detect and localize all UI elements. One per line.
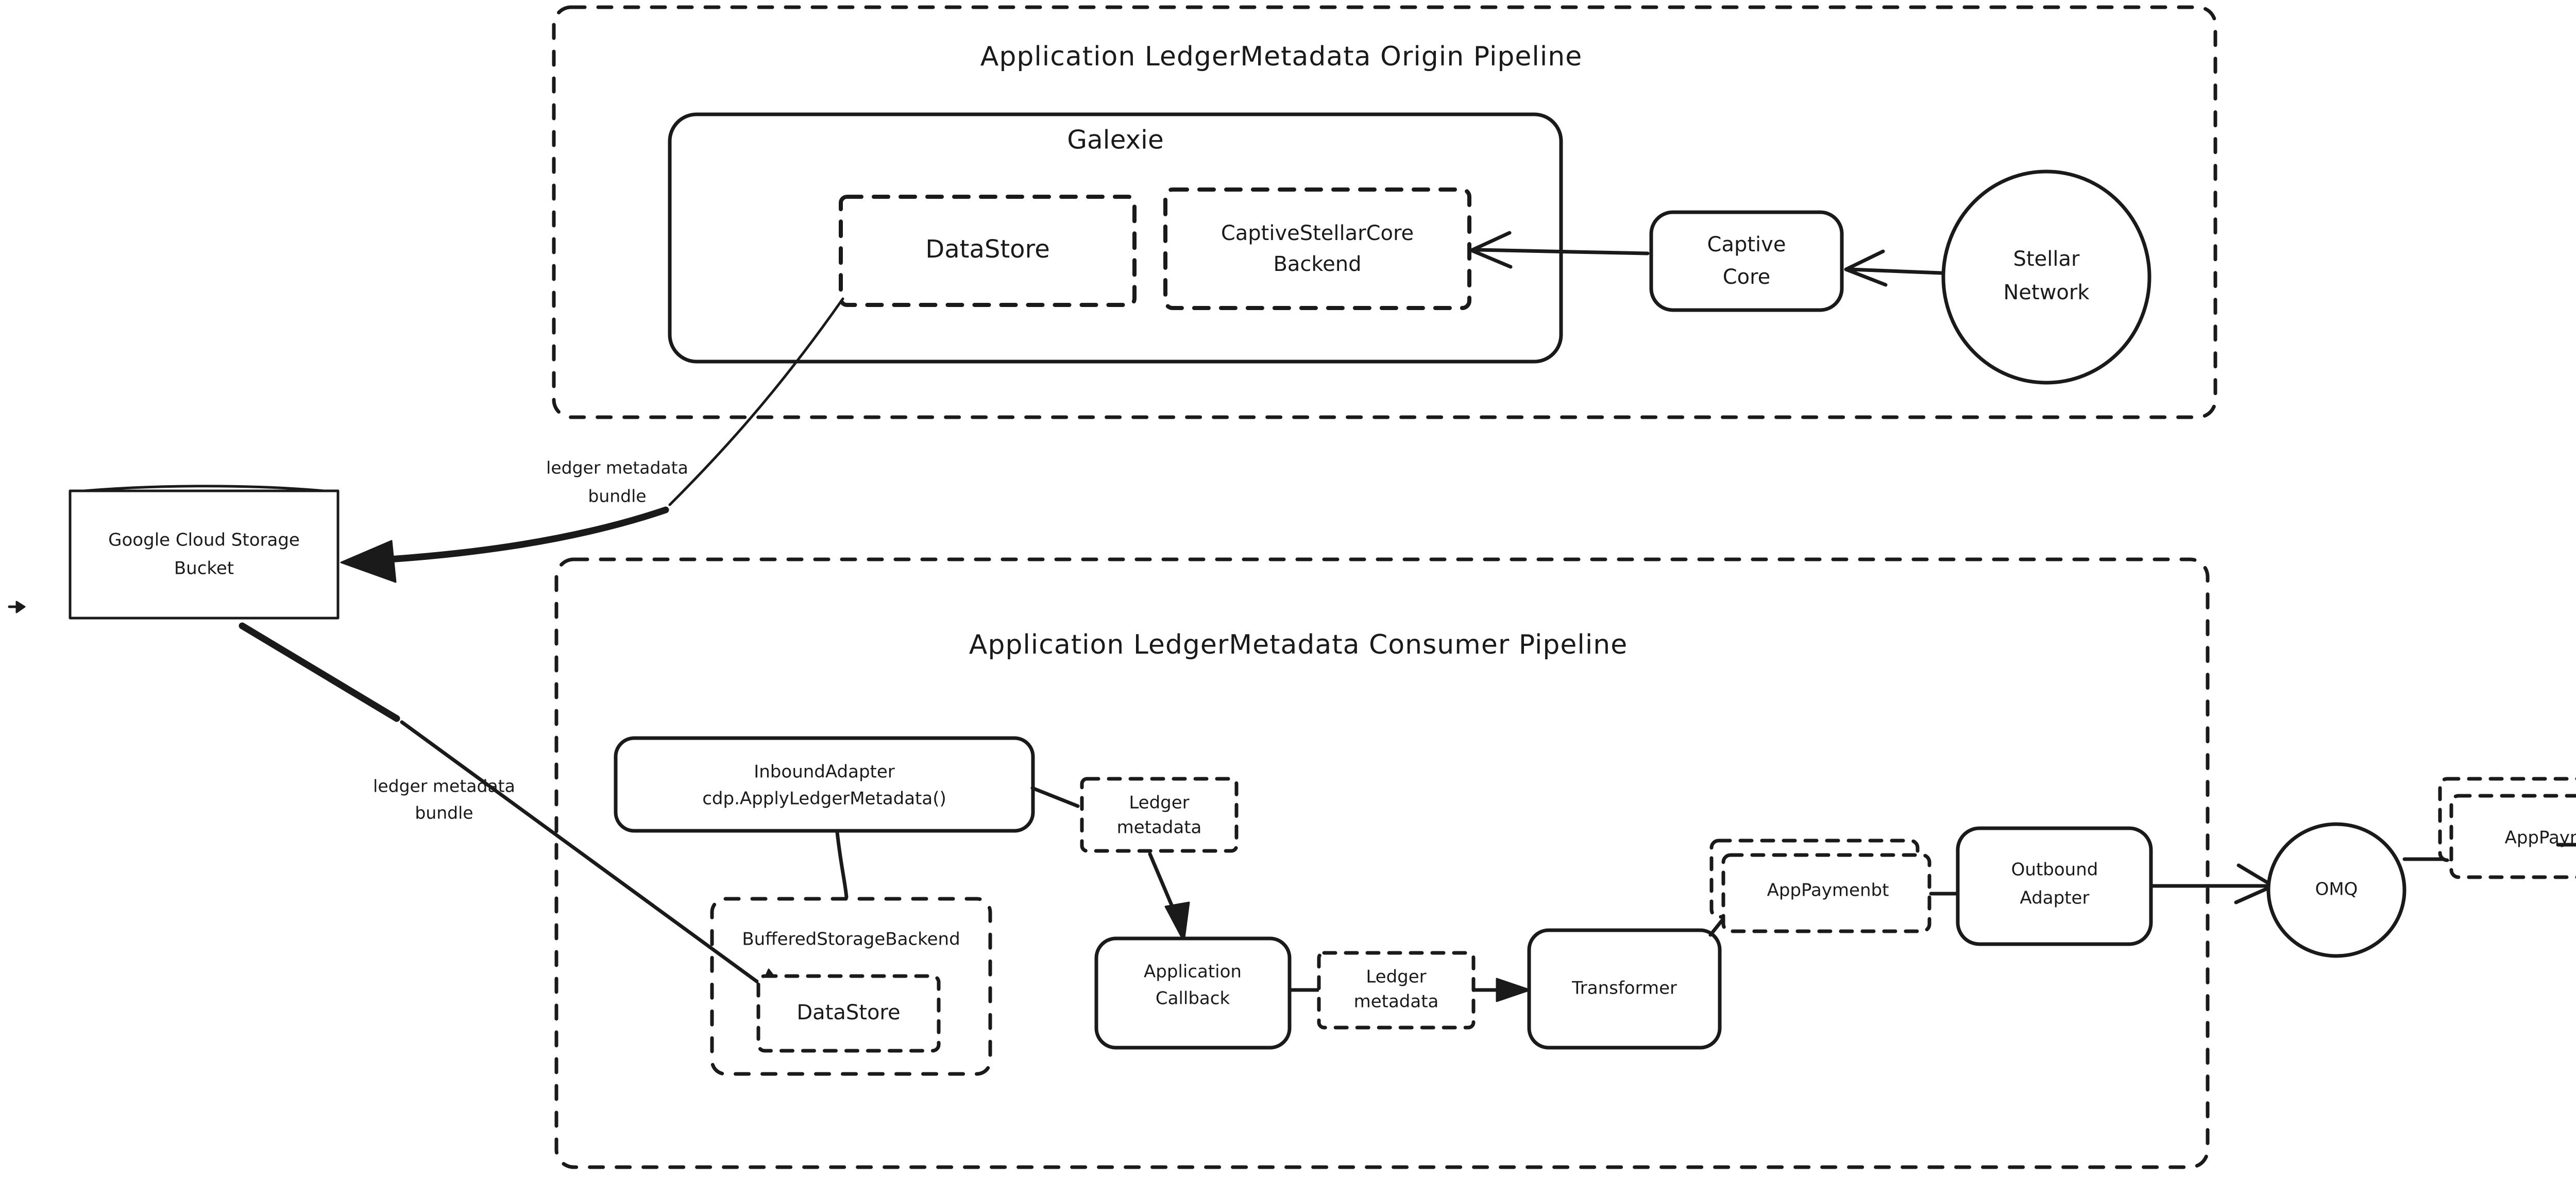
container-consumer-pipeline: Application LedgerMetadata Consumer Pipe… <box>554 557 2210 1169</box>
outbound-adapter-label-line1: Outbound <box>2011 860 2098 880</box>
captive-core-label-line2: Core <box>1723 265 1771 289</box>
captive-backend-box[interactable] <box>1163 187 1471 310</box>
outbound-adapter-label-line2: Adapter <box>2020 888 2090 909</box>
consumer-pipeline-border <box>554 557 2210 1169</box>
node-ledger-metadata-2[interactable]: Ledger metadata <box>1317 951 1476 1030</box>
application-callback-label-line1: Application <box>1144 962 1242 982</box>
datastore-origin-label: DataStore <box>925 235 1049 264</box>
origin-pipeline-title: Application LedgerMetadata Origin Pipeli… <box>980 41 1582 72</box>
ledger-metadata-2-label-line2: metadata <box>1354 992 1439 1012</box>
captive-backend-label-line1: CaptiveStellarCore <box>1221 221 1414 245</box>
outbound-adapter-box[interactable] <box>1956 826 2153 946</box>
transformer-label: Transformer <box>1571 978 1677 999</box>
node-captive-core[interactable]: Captive Core <box>1649 210 1844 312</box>
ledger-metadata-2-label-line1: Ledger <box>1366 967 1426 987</box>
application-callback-label-line2: Callback <box>1156 988 1230 1009</box>
edge-label-ledger-bundle-2-line1: ledger metadata <box>373 776 515 796</box>
ledger-metadata-2-box[interactable] <box>1317 951 1476 1030</box>
captive-backend-label-line2: Backend <box>1273 252 1361 276</box>
node-outbound-adapter[interactable]: Outbound Adapter <box>1956 826 2153 946</box>
inbound-adapter-label-line1: InboundAdapter <box>754 762 895 782</box>
omq-ellipse[interactable] <box>2266 822 2406 958</box>
edge-label-ledger-bundle-2-line2: bundle <box>415 803 473 823</box>
edge-inbound-adapter-to-ledger-metadata-1 <box>1030 786 1080 808</box>
origin-pipeline-border <box>552 5 2217 419</box>
stellar-network-label-line1: Stellar <box>2013 247 2080 271</box>
edge-ledger-metadata-1-to-callback <box>1148 852 1190 943</box>
node-app-payment-2[interactable]: AppPaymenbt <box>2438 777 2576 879</box>
edge-inbound-adapter-to-bsb <box>835 830 849 899</box>
edge-label-ledger-bundle-1-line2: bundle <box>588 486 646 506</box>
captive-core-box[interactable] <box>1649 210 1844 312</box>
node-ledger-metadata-1[interactable]: Ledger metadata <box>1080 777 1239 853</box>
ledger-metadata-1-box[interactable] <box>1080 777 1239 853</box>
group-buffered-storage-backend: BufferedStorageBackend <box>710 897 992 1076</box>
edge-ledger-metadata-2-to-transformer <box>1472 978 1531 1002</box>
edge-stellar-to-captive-core <box>1844 249 1943 287</box>
node-inbound-adapter[interactable]: InboundAdapter cdp.ApplyLedgerMetadata() <box>614 736 1035 833</box>
node-datastore-origin[interactable]: DataStore <box>839 195 1137 307</box>
captive-core-label-line1: Captive <box>1707 233 1786 257</box>
inbound-adapter-label-line2: cdp.ApplyLedgerMetadata() <box>702 789 946 809</box>
transformer-box[interactable] <box>1527 928 1722 1050</box>
gcs-bucket-label-line1: Google Cloud Storage <box>108 530 300 551</box>
stellar-network-ellipse[interactable] <box>1941 169 2151 385</box>
app-payment-1-box-front[interactable] <box>1721 853 1931 933</box>
buffered-storage-backend-border <box>710 897 992 1076</box>
datastore-consumer-label: DataStore <box>796 1001 900 1024</box>
galexie-title: Galexie <box>1067 125 1163 155</box>
node-stellar-network[interactable]: Stellar Network <box>1941 169 2151 385</box>
node-captive-backend[interactable]: CaptiveStellarCore Backend <box>1163 187 1471 310</box>
stellar-network-label-line2: Network <box>2003 281 2090 304</box>
gcs-bucket-box[interactable] <box>69 489 340 620</box>
app-payment-2-box-front[interactable] <box>2449 794 2576 879</box>
node-gcs-bucket[interactable]: Google Cloud Storage Bucket <box>69 485 340 620</box>
ledger-metadata-1-label-line2: metadata <box>1117 817 1202 838</box>
node-app-payment-1[interactable]: AppPaymenbt <box>1709 839 1931 933</box>
node-application-callback[interactable]: Application Callback <box>1094 936 1292 1050</box>
container-origin-pipeline: Application LedgerMetadata Origin Pipeli… <box>552 5 2217 419</box>
inbound-adapter-box[interactable] <box>614 736 1035 833</box>
consumer-pipeline-title: Application LedgerMetadata Consumer Pipe… <box>969 629 1628 660</box>
edge-datastore-to-gcs-bucket: ledger metadata bundle <box>340 297 844 583</box>
app-payment-1-label: AppPaymenbt <box>1767 880 1889 901</box>
node-datastore-consumer[interactable]: DataStore <box>756 974 941 1053</box>
datastore-origin-box[interactable] <box>839 195 1137 307</box>
buffered-storage-backend-title: BufferedStorageBackend <box>742 929 960 950</box>
edge-label-ledger-bundle-1-line1: ledger metadata <box>546 458 688 478</box>
datastore-consumer-box[interactable] <box>756 974 941 1053</box>
application-callback-box[interactable] <box>1094 936 1292 1050</box>
ledger-metadata-1-label-line1: Ledger <box>1129 793 1189 813</box>
edge-app-payment-2-to-payment-service <box>2556 843 2576 847</box>
node-omq[interactable]: OMQ <box>2266 822 2406 958</box>
omq-label: OMQ <box>2315 879 2358 900</box>
node-transformer[interactable]: Transformer <box>1527 928 1722 1050</box>
stray-arrow-icon <box>8 601 26 613</box>
edge-outbound-adapter-to-omq <box>2150 863 2275 904</box>
edge-captive-core-to-backend <box>1469 231 1650 269</box>
gcs-bucket-label-line2: Bucket <box>174 558 234 579</box>
